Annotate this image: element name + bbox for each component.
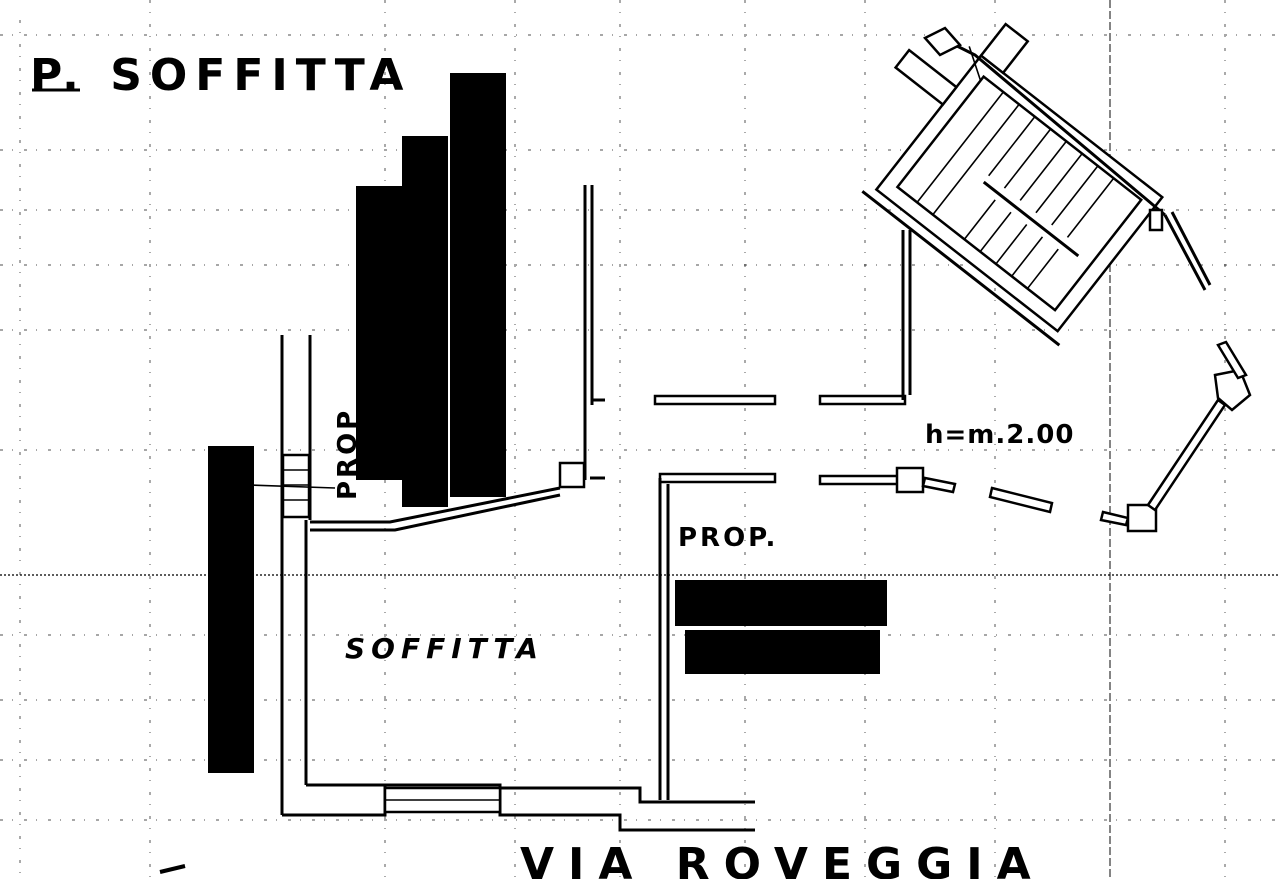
prop-right-label: PROP. [678, 523, 778, 553]
room-label: SOFFITTA [345, 632, 544, 665]
right-room-wall [658, 478, 670, 800]
far-right-wall [1146, 340, 1252, 512]
redaction-block [450, 73, 506, 497]
redaction-block [402, 136, 448, 507]
stairwell [861, 22, 1165, 347]
lower-dashed-wall [658, 466, 1158, 533]
street-label: VIA ROVEGGIA [520, 839, 1045, 879]
redaction-blocks [208, 73, 887, 773]
north-arrow-fragment [159, 864, 186, 874]
redaction-block [685, 630, 880, 674]
height-note-label: h=m.2.00 [925, 420, 1074, 450]
bottom-wall [282, 783, 755, 832]
left-wall [249, 335, 336, 815]
redaction-block [356, 186, 406, 480]
redaction-block [675, 580, 887, 626]
plan-title: P. SOFFITTA [30, 50, 411, 101]
upper-vertical-wall [583, 185, 605, 480]
diagonal-partition [310, 461, 586, 532]
stairwell-facade [922, 26, 1212, 291]
redaction-block [208, 446, 254, 773]
upper-dashed-wall [653, 230, 912, 406]
